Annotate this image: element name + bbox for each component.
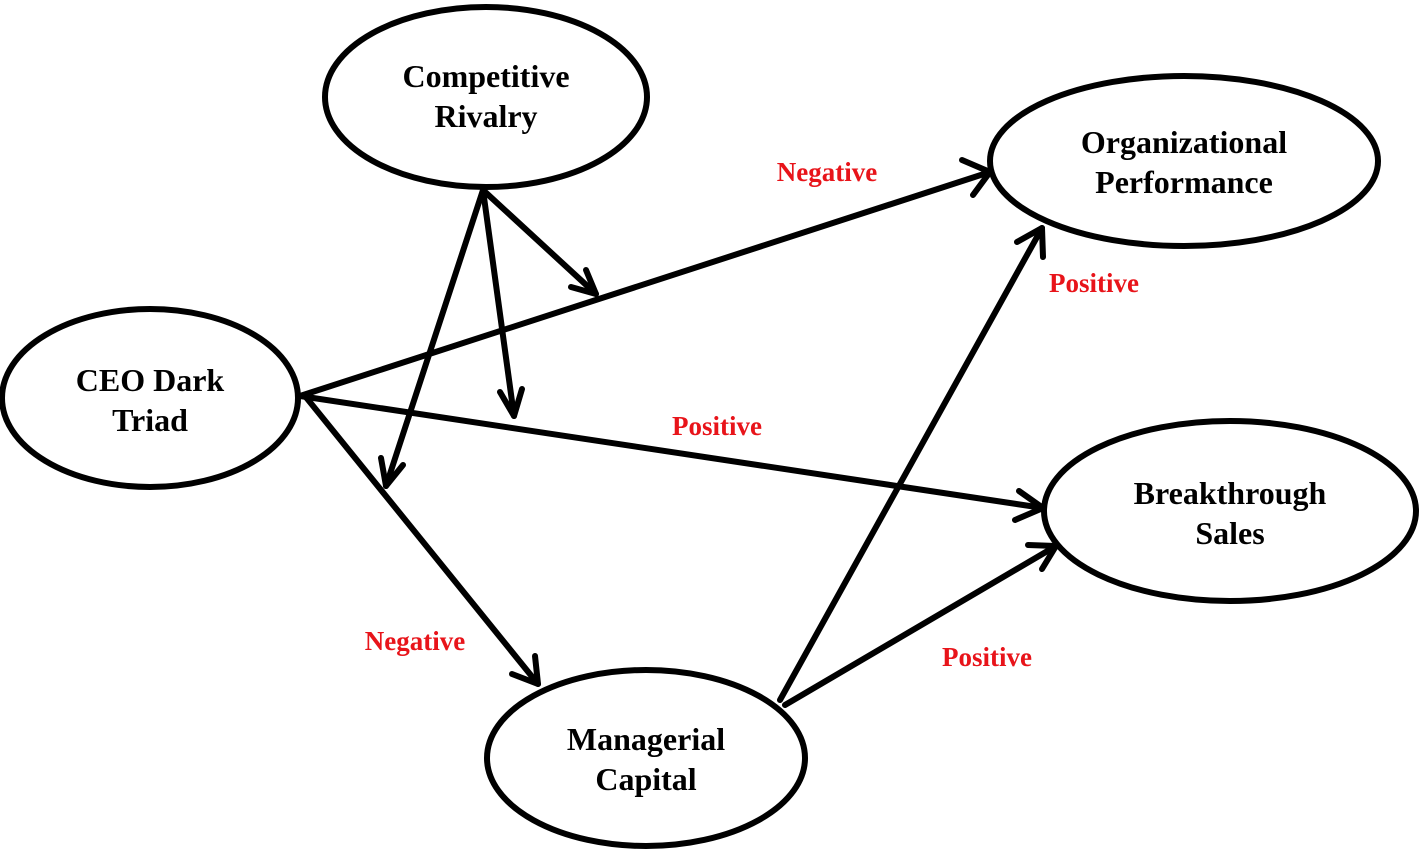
node-organizational-performance: Organizational Performance (987, 73, 1381, 249)
arrowhead-capital-from-ceo (509, 653, 541, 687)
node-organizational-performance-ellipse (987, 73, 1381, 249)
edge-label-ceo-to-sales: Positive (672, 411, 762, 441)
node-breakthrough-sales-ellipse (1041, 418, 1419, 604)
edge-label-capital-to-sales: Positive (942, 642, 1032, 672)
edge-ceo-to-sales (297, 393, 1046, 511)
edge-capital-to-sales (782, 543, 1059, 708)
node-competitive-rivalry-label-line2: Rivalry (434, 98, 537, 134)
edge-capital-to-performance (777, 225, 1045, 703)
node-ceo-dark-triad-ellipse (0, 306, 301, 490)
arrowhead-performance-from-capital (1014, 225, 1046, 260)
node-organizational-performance-label-line1: Organizational (1081, 124, 1287, 160)
arrowhead-rivalry-performance-path (568, 267, 599, 297)
edge-ceo-to-capital (302, 393, 541, 687)
node-managerial-capital-label-line1: Managerial (567, 721, 725, 757)
arrowhead-rivalry-sales-path (497, 386, 525, 419)
node-breakthrough-sales: Breakthrough Sales (1041, 418, 1419, 604)
edge-label-ceo-to-performance: Negative (777, 157, 877, 187)
node-ceo-dark-triad-label-line2: Triad (112, 402, 188, 438)
node-breakthrough-sales-label-line2: Sales (1195, 515, 1264, 551)
node-ceo-dark-triad: CEO Dark Triad (0, 306, 301, 490)
edge-rivalry-to-sales-path (480, 187, 517, 419)
node-managerial-capital: Managerial Capital (484, 667, 808, 849)
edge-label-ceo-to-capital: Negative (365, 626, 465, 656)
node-managerial-capital-label-line2: Capital (595, 761, 696, 797)
node-breakthrough-sales-label-line1: Breakthrough (1134, 475, 1327, 511)
node-managerial-capital-ellipse (484, 667, 808, 849)
node-competitive-rivalry-ellipse (322, 4, 650, 190)
node-organizational-performance-label-line2: Performance (1095, 164, 1273, 200)
edge-rivalry-to-performance-path (480, 187, 599, 297)
arrowhead-rivalry-capital-path (378, 455, 406, 489)
edge-rivalry-to-capital-path (383, 187, 486, 489)
edge-ceo-to-performance (297, 169, 993, 399)
edge-label-capital-to-performance: Positive (1049, 268, 1139, 298)
node-competitive-rivalry: Competitive Rivalry (322, 4, 650, 190)
node-ceo-dark-triad-label-line1: CEO Dark (76, 362, 225, 398)
node-competitive-rivalry-label-line1: Competitive (402, 58, 569, 94)
